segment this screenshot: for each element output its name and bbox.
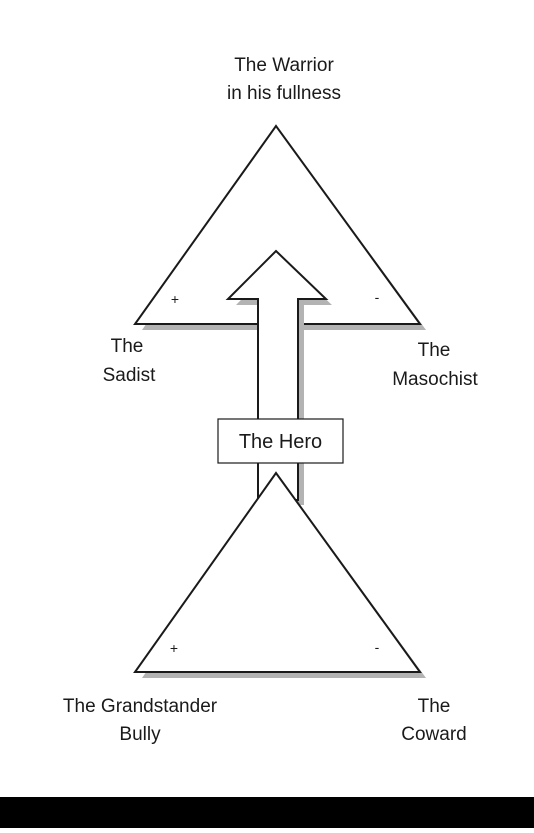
hero-arrow-group bbox=[225, 249, 332, 505]
footer-black-bar bbox=[0, 797, 534, 828]
masochist-label-line1: The bbox=[418, 340, 451, 361]
sadist-label-line2-visible: Sadist bbox=[103, 365, 157, 386]
hero-label-box: The Hero bbox=[217, 418, 344, 464]
top-plus-sign: + bbox=[171, 291, 179, 307]
bottom-minus-sign: - bbox=[375, 639, 380, 655]
hero-label: The Hero bbox=[239, 431, 322, 453]
bottom-triangle bbox=[133, 471, 422, 673]
bottom-plus-sign: + bbox=[170, 640, 178, 656]
grandstander-label-line2: Bully bbox=[119, 724, 161, 745]
coward-label-line1: The bbox=[418, 696, 451, 717]
masochist-label-line2: Masochist bbox=[392, 369, 478, 390]
sadist-label-line1: The bbox=[111, 336, 144, 357]
grandstander-label-line1: The Grandstander bbox=[63, 696, 218, 717]
bottom-triangle-group bbox=[133, 471, 426, 678]
coward-label-line2: Coward bbox=[401, 724, 466, 745]
warrior-label-line1: The Warrior bbox=[234, 55, 334, 76]
top-minus-sign: - bbox=[375, 289, 380, 305]
hero-label-frame bbox=[217, 418, 344, 464]
warrior-label-line2: in his fullness bbox=[227, 83, 341, 104]
